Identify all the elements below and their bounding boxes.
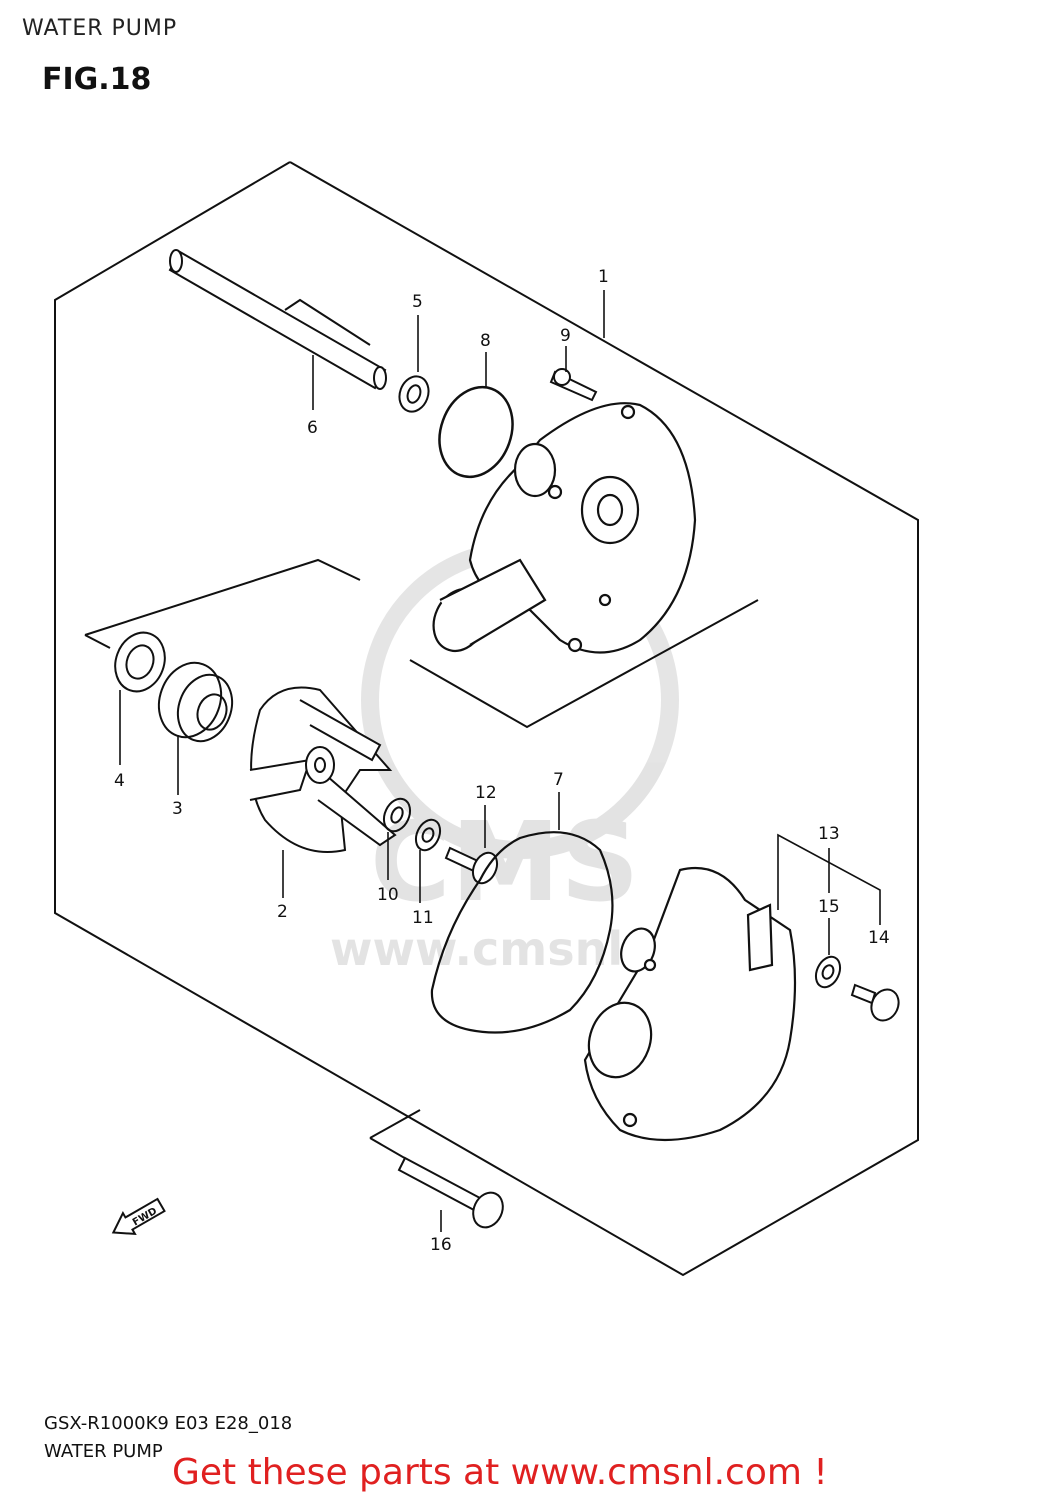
subassembly-frame-body-2 (84, 634, 111, 649)
assembly-frame (54, 161, 919, 1277)
gasket-7 (430, 831, 614, 1034)
oil-seal-4 (114, 631, 166, 693)
subassembly-frame-body (84, 558, 361, 636)
bolt-14 (850, 983, 900, 1022)
callout-12: 12 (475, 783, 497, 803)
washer-5 (398, 375, 430, 413)
callout-1: 1 (598, 267, 609, 287)
callout-3: 3 (172, 799, 183, 819)
subassembly-frame-cover (369, 1109, 421, 1139)
page-header-title: WATER PUMP (22, 16, 178, 41)
mechanical-seal-3 (157, 661, 234, 743)
figure-label: FIG.18 (42, 62, 152, 97)
leader-lines (119, 290, 830, 1232)
pump-shaft (168, 249, 387, 390)
callout-numbers: 1 2 3 4 5 6 7 8 9 10 11 12 13 14 15 16 (114, 267, 890, 1255)
callout-2: 2 (277, 902, 288, 922)
subassembly-frame-body-3 (409, 599, 759, 729)
model-code: GSX-R1000K9 E03 E28_018 (44, 1413, 293, 1434)
callout-6: 6 (307, 418, 318, 438)
washer-11 (414, 818, 442, 852)
callout-11: 11 (412, 908, 434, 928)
washer-15 (814, 955, 842, 989)
callout-16: 16 (430, 1235, 452, 1255)
watermark-logo: CMS (370, 798, 639, 926)
o-ring-8 (438, 385, 514, 479)
cmsnl-promo-link[interactable]: Get these parts at www.cmsnl.com ! (172, 1452, 828, 1493)
callout-4: 4 (114, 771, 125, 791)
impeller-2 (249, 686, 397, 853)
washer-10 (382, 797, 412, 833)
callout-8: 8 (480, 331, 491, 351)
callout-14: 14 (868, 928, 890, 948)
pump-cover (583, 866, 797, 1142)
callout-10: 10 (377, 885, 399, 905)
callout-9: 9 (560, 326, 571, 346)
callout-15: 15 (818, 897, 840, 917)
pump-body (432, 402, 697, 654)
bolt-9 (549, 368, 598, 402)
bolt-16 (397, 1156, 504, 1229)
forward-arrow-icon: FWD (111, 1197, 166, 1236)
callout-7: 7 (553, 770, 564, 790)
callout-13: 13 (818, 824, 840, 844)
diagram-name: WATER PUMP (44, 1441, 163, 1462)
callout-5: 5 (412, 292, 423, 312)
